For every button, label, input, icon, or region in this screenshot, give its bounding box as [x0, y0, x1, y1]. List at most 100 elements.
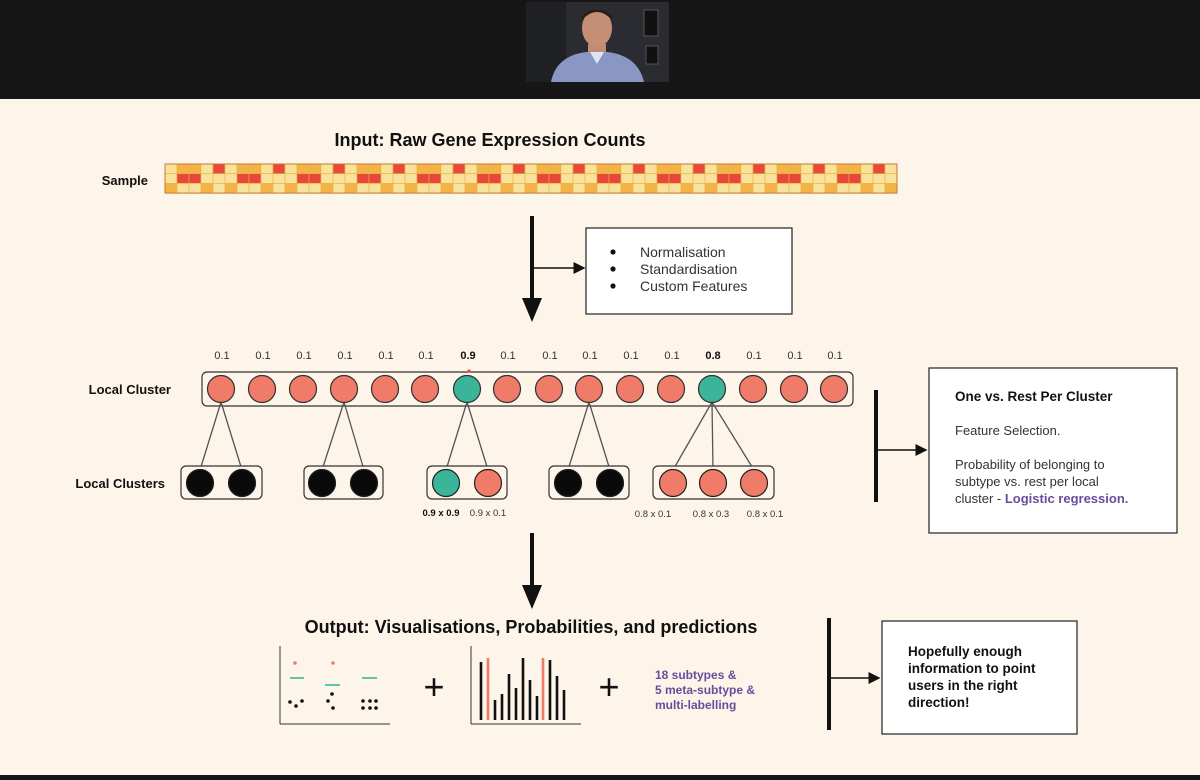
heatmap-cell: [728, 183, 742, 194]
heatmap-cell: [356, 163, 370, 174]
heatmap-cell: [632, 183, 646, 194]
heatmap-cell: [692, 173, 706, 184]
heatmap-cell: [800, 173, 814, 184]
heatmap-cell: [332, 183, 346, 194]
heatmap-cell: [272, 163, 286, 174]
heatmap-cell: [752, 173, 766, 184]
hope-text: information to point: [908, 661, 1036, 676]
heatmap-cell: [452, 173, 466, 184]
probability-label: 0.1: [746, 350, 761, 362]
heatmap-cell: [872, 163, 886, 174]
one-vs-rest-title: One vs. Rest Per Cluster: [955, 389, 1113, 404]
heatmap-cell: [560, 183, 574, 194]
heatmap-cell: [188, 183, 202, 194]
cluster-node: [288, 374, 318, 404]
heatmap-cell: [608, 183, 622, 194]
heatmap-cell: [320, 173, 334, 184]
heatmap-cell: [368, 163, 382, 174]
heatmap-cell: [572, 173, 586, 184]
heatmap-border: [164, 163, 898, 194]
heatmap-cell: [656, 183, 670, 194]
heatmap-cell: [368, 183, 382, 194]
heatmap-cell: [692, 183, 706, 194]
heatmap-cell: [740, 163, 754, 174]
cluster-node: [410, 374, 440, 404]
one-vs-rest-box: [928, 367, 1178, 534]
down-arrow-1-head: [522, 298, 542, 322]
heatmap-cell: [824, 173, 838, 184]
heatmap-cell: [236, 183, 250, 194]
probability-label: 0.1: [827, 350, 842, 362]
heatmap-cell: [248, 183, 262, 194]
heatmap-cell: [284, 163, 298, 174]
probability-text: subtype vs. rest per local: [955, 474, 1099, 489]
heatmap-cell: [572, 163, 586, 174]
preprocessing-item: Normalisation: [640, 244, 726, 260]
heatmap-cell: [296, 173, 310, 184]
probability-label: 0.1: [214, 350, 229, 362]
annotation-label: 0.8 x 0.3: [693, 509, 729, 520]
feature-selection-text: Feature Selection.: [955, 423, 1061, 438]
heatmap-cell: [392, 173, 406, 184]
heatmap-cell: [164, 163, 178, 174]
bullet-icon: [610, 249, 616, 255]
heatmap-cell: [188, 163, 202, 174]
heatmap-cell: [392, 183, 406, 194]
heatmap-cell: [728, 163, 742, 174]
probability-label: 0.1: [418, 350, 433, 362]
heatmap-cell: [248, 173, 262, 184]
annotation-label: 0.8 x 0.1: [635, 509, 671, 520]
cluster-node: [370, 374, 400, 404]
probability-label: 0.1: [664, 350, 679, 362]
heatmap-cell: [308, 173, 322, 184]
sub-clusters: [180, 465, 775, 500]
sub-cluster-node: [349, 468, 379, 498]
heatmap-cell: [260, 183, 274, 194]
heatmap-cell: [644, 173, 658, 184]
heatmap-cell: [884, 173, 898, 184]
heatmap-cell: [680, 183, 694, 194]
heatmap-cell: [428, 183, 442, 194]
heatmap-cell: [548, 173, 562, 184]
heatmap-cell: [668, 173, 682, 184]
heatmap-cell: [812, 183, 826, 194]
heatmap-cell: [716, 163, 730, 174]
heatmap-cell: [224, 173, 238, 184]
heatmap-cell: [452, 183, 466, 194]
heatmap-cell: [428, 163, 442, 174]
sample-heatmap: [164, 163, 898, 194]
heatmap-cell: [764, 173, 778, 184]
heatmap-cell: [872, 173, 886, 184]
heatmap-cell: [536, 183, 550, 194]
cluster-node: [779, 374, 809, 404]
sub-cluster-node: [595, 468, 625, 498]
probability-text: cluster - Logistic regression.: [955, 491, 1128, 506]
heatmap-cell: [200, 173, 214, 184]
heatmap-cell: [260, 173, 274, 184]
heatmap-cell: [488, 173, 502, 184]
annotation-label: 0.8 x 0.1: [747, 509, 783, 520]
sub-cluster-node: [227, 468, 257, 498]
heatmap-cell: [500, 183, 514, 194]
heatmap-cell: [680, 173, 694, 184]
cluster-edge: [466, 401, 489, 471]
heatmap-cell: [728, 173, 742, 184]
heatmap-cell: [500, 163, 514, 174]
heatmap-cell: [512, 163, 526, 174]
heatmap-cell: [296, 163, 310, 174]
heatmap-cell: [212, 183, 226, 194]
cluster-nodes: [206, 374, 849, 404]
heatmap-cell: [860, 163, 874, 174]
heatmap-cell: [644, 183, 658, 194]
heatmap-cell: [584, 183, 598, 194]
cluster-node: [615, 374, 645, 404]
probability-label: 0.1: [255, 350, 270, 362]
video-top-bar: [0, 0, 1200, 99]
heatmap-cell: [764, 163, 778, 174]
heatmap-cell: [740, 183, 754, 194]
subtypes-text: multi-labelling: [655, 698, 736, 712]
heatmap-cell: [236, 173, 250, 184]
heatmap-cell: [632, 163, 646, 174]
cluster-edge: [199, 401, 222, 471]
